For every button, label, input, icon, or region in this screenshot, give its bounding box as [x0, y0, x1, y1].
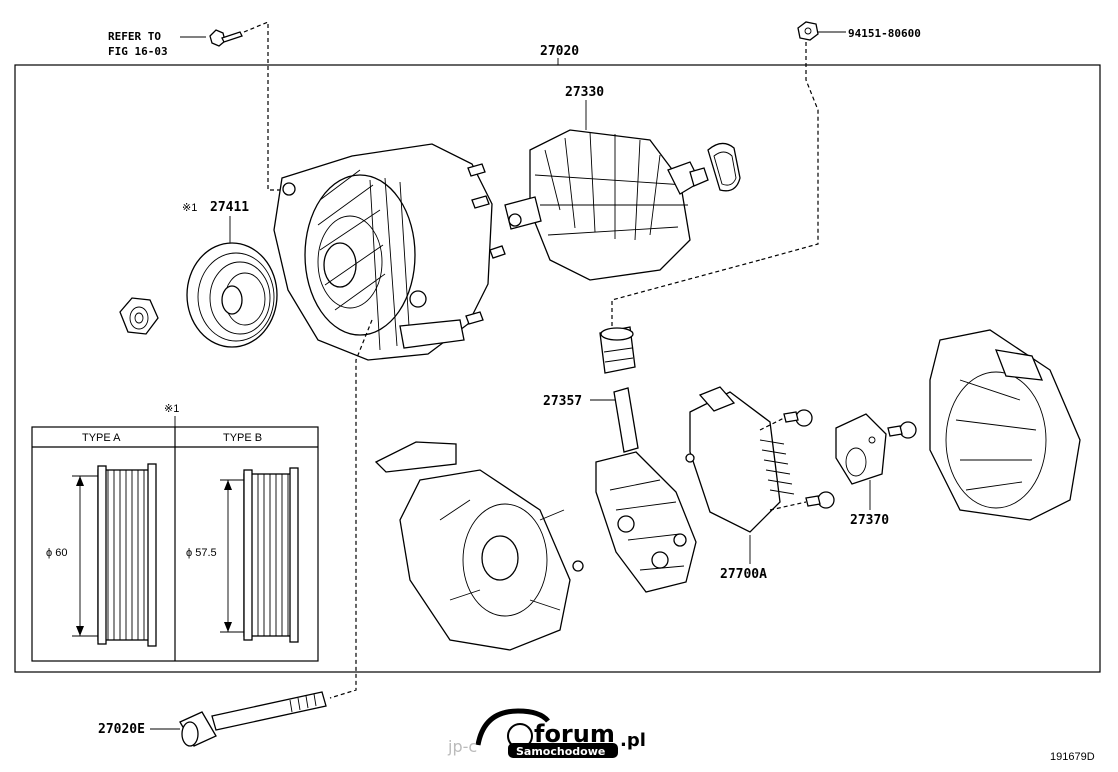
pulley-type-inset: ※1 TYPE A TYPE B ϕ 60 [31, 403, 319, 662]
rectifier-part [595, 387, 697, 593]
cover-label: 27370 [850, 513, 889, 528]
pulley-label: 27411 [210, 200, 249, 215]
holder-label: 27357 [543, 394, 582, 409]
pulley-nut-part [119, 297, 159, 335]
seal-ring-part [707, 142, 741, 192]
regulator-part [685, 386, 795, 533]
assembly-label: 27020 [540, 44, 579, 59]
nut-part-label: 94151-80600 [848, 27, 921, 40]
assembly-frame [14, 64, 1101, 673]
rotor-part [504, 129, 709, 281]
through-bolt-part [179, 691, 327, 747]
type-b-label: TYPE B [223, 432, 262, 444]
terminal-cover-part [835, 413, 887, 485]
watermark-faint: jp-c [447, 737, 477, 756]
inset-marker: ※1 [164, 403, 179, 415]
bolt-label: 27020E [98, 722, 145, 737]
type-b-pulley: ϕ 57.5 [186, 467, 299, 643]
type-a-label: TYPE A [82, 432, 121, 444]
type-b-diameter: ϕ 57.5 [186, 547, 217, 559]
drive-end-housing-part [273, 143, 506, 361]
fig-ref-label: FIG 16-03 [108, 45, 168, 58]
forum-watermark: jp-c forum .pl Samochodowe [447, 708, 646, 758]
regulator-label: 27700A [720, 567, 767, 582]
flange-nut-icon [797, 21, 819, 41]
brush-holder-part [599, 326, 636, 374]
refer-to-label: REFER TO [108, 30, 161, 43]
screw-upper-icon [783, 409, 813, 427]
pulley-marker: ※1 [182, 202, 197, 214]
watermark-sub: Samochodowe [516, 745, 605, 758]
type-a-diameter: ϕ 60 [46, 547, 67, 559]
pulley-part [186, 242, 278, 348]
rotor-label: 27330 [565, 85, 604, 100]
refer-bolt-icon [209, 29, 243, 47]
screw-lower-icon [805, 491, 835, 509]
rear-cover-part [929, 329, 1081, 521]
screw-cover-icon [887, 421, 917, 439]
figure-id: 191679D [1050, 751, 1095, 763]
type-a-pulley: ϕ 60 [46, 463, 157, 647]
rear-housing-part [374, 441, 584, 651]
watermark-tld: .pl [620, 730, 646, 751]
